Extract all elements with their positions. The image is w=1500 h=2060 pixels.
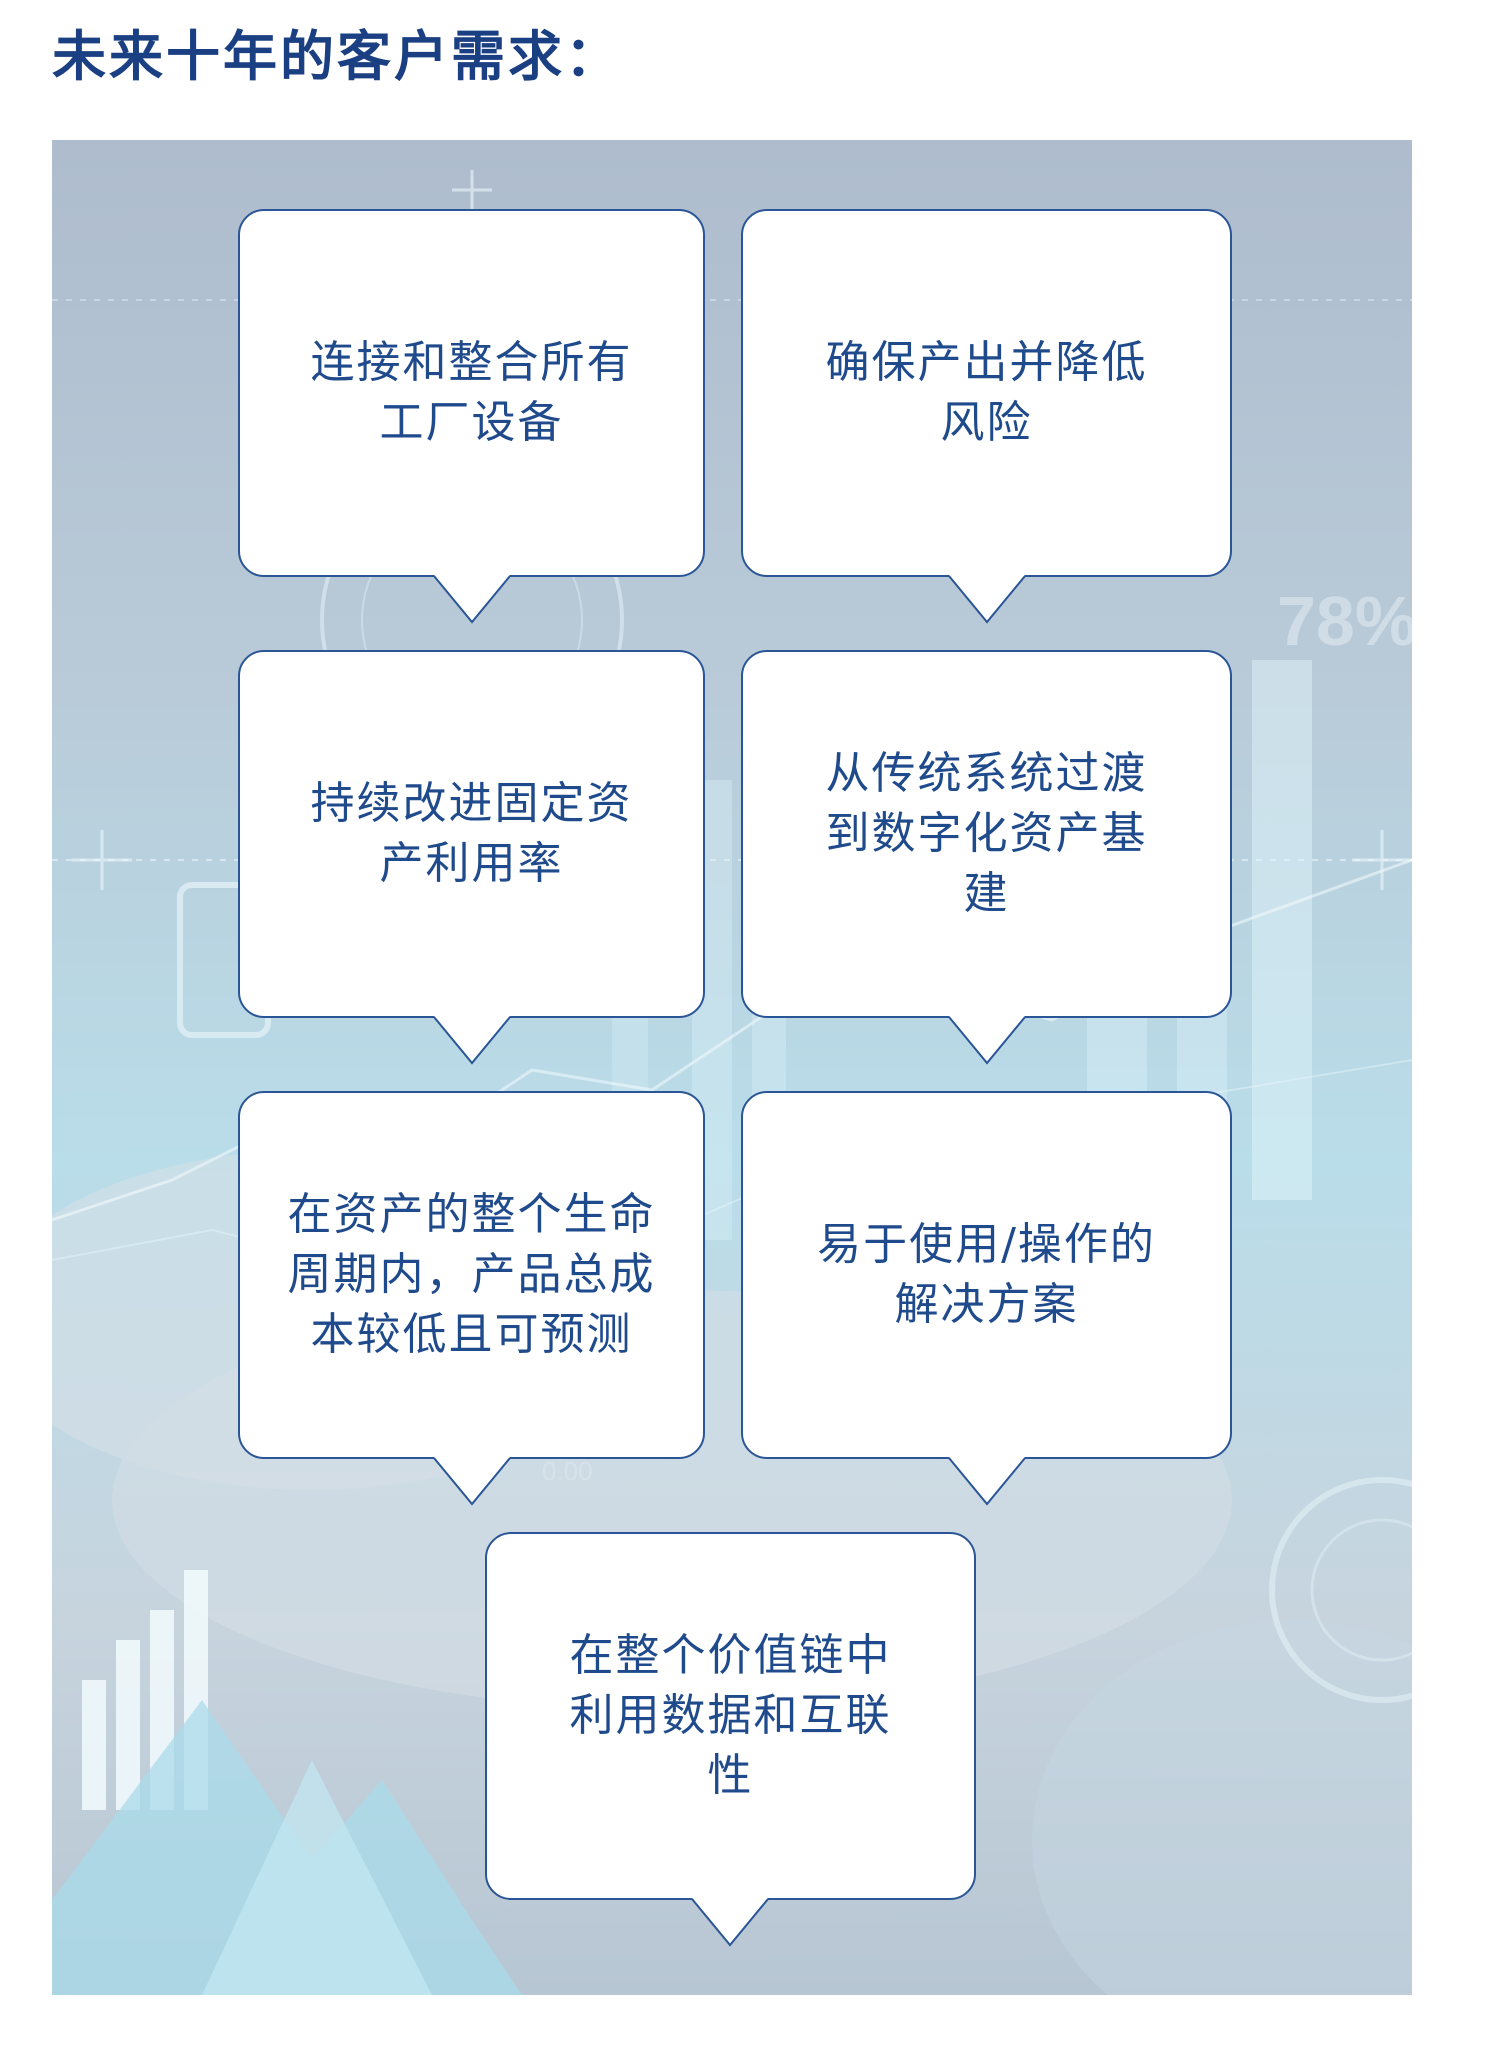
need-card-text: 从传统系统过渡到数字化资产基建 [825,748,1148,919]
need-card-text: 持续改进固定资产利用率 [310,778,633,889]
need-card-text: 在资产的整个生命周期内，产品总成本较低且可预测 [287,1189,656,1360]
need-card-output-risk: 确保产出并降低风险 [741,209,1232,577]
card-pointer-arrow [948,575,1026,624]
card-pointer-arrow [948,1016,1026,1065]
need-card-text: 在整个价值链中利用数据和互联性 [569,1630,892,1801]
need-card-asset-utilization: 持续改进固定资产利用率 [238,650,705,1018]
need-card-ease-of-use: 易于使用/操作的解决方案 [741,1091,1232,1459]
card-pointer-arrow [948,1457,1026,1506]
page-title: 未来十年的客户需求： [52,25,622,88]
card-pointer-arrow [433,1457,511,1506]
background-percent-label: 78% [1277,582,1412,660]
need-card-digital-transition: 从传统系统过渡到数字化资产基建 [741,650,1232,1018]
need-card-lifecycle-cost: 在资产的整个生命周期内，产品总成本较低且可预测 [238,1091,705,1459]
need-card-value-chain-data: 在整个价值链中利用数据和互联性 [485,1532,976,1900]
need-card-text: 连接和整合所有工厂设备 [310,337,633,448]
card-pointer-arrow [433,575,511,624]
card-pointer-arrow [691,1898,769,1947]
card-pointer-arrow [433,1016,511,1065]
background-figure-label: 0.00 [542,1456,593,1486]
need-card-text: 确保产出并降低风险 [825,337,1148,448]
need-card-text: 易于使用/操作的解决方案 [817,1219,1156,1330]
need-card-connect-equipment: 连接和整合所有工厂设备 [238,209,705,577]
